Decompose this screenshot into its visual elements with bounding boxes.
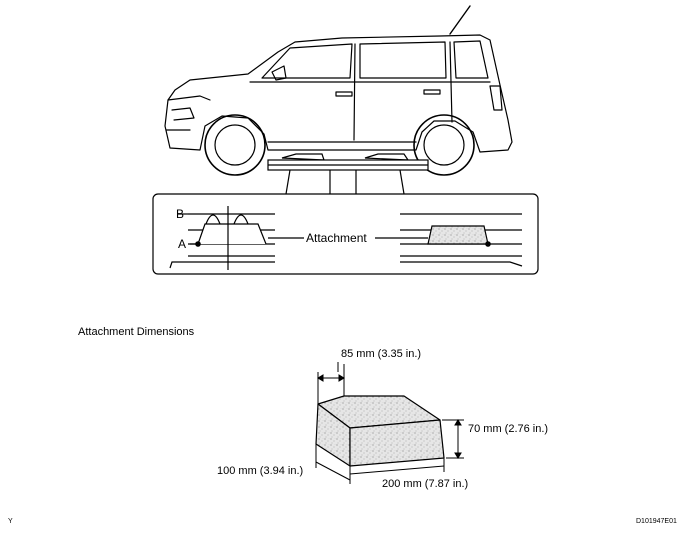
figure-id: D101947E01 [636, 518, 677, 525]
dimension-base-length: 200 mm (7.87 in.) [382, 478, 469, 490]
line-b-label: B [176, 207, 185, 221]
footer-left-code: Y [8, 518, 13, 525]
line-a-label: A [178, 237, 187, 251]
attachment-label: Attachment [306, 231, 367, 245]
dimension-height: 70 mm (2.76 in.) [468, 423, 549, 435]
section-title: Attachment Dimensions [78, 326, 195, 338]
lift-pads [267, 153, 429, 195]
dimension-lines [315, 362, 464, 484]
attachment-detail-box [152, 193, 539, 275]
dimension-top-depth: 85 mm (3.35 in.) [341, 348, 422, 360]
vehicle-side-view [164, 5, 513, 176]
attachment-block-3d [315, 395, 445, 467]
dimension-front-width: 100 mm (3.94 in.) [217, 465, 304, 477]
